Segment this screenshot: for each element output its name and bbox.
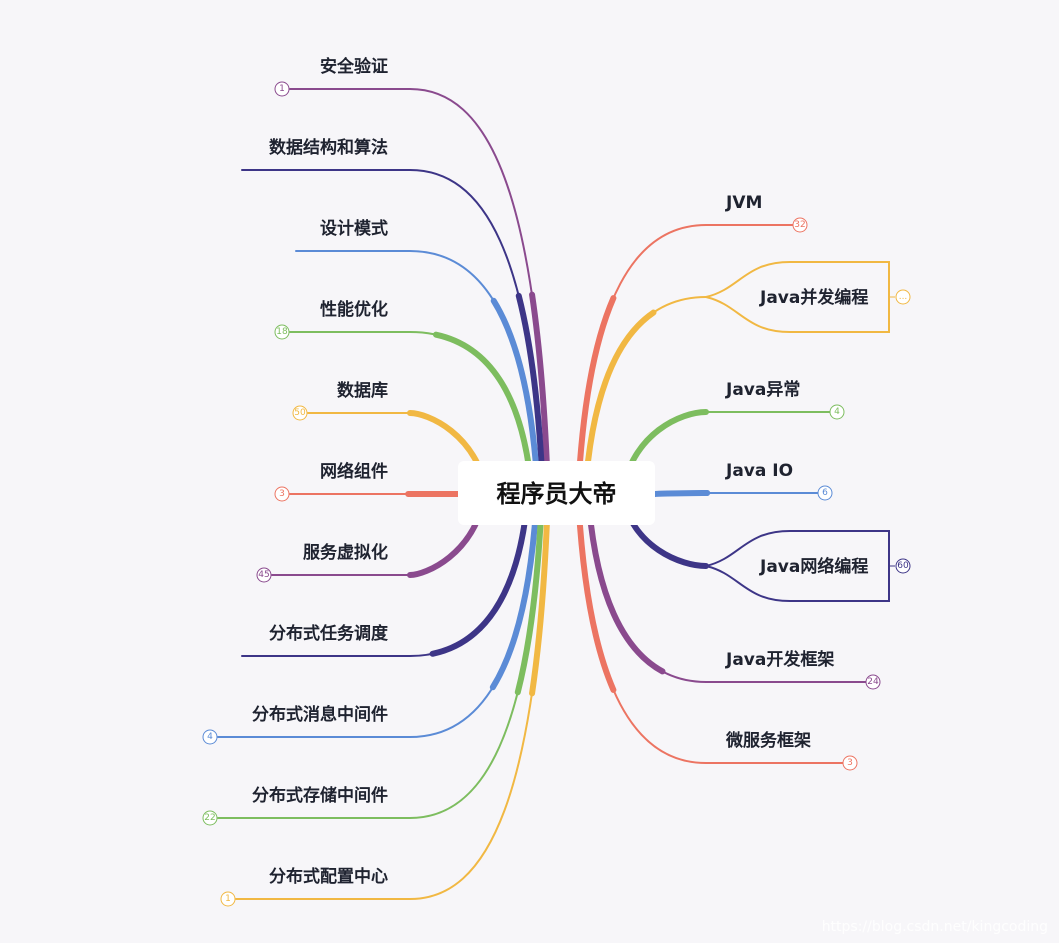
badge-count-right-0: 32: [794, 220, 805, 230]
branch-label-left-0[interactable]: 安全验证: [320, 56, 388, 77]
branch-trunk-left-10: [407, 491, 551, 902]
badge-circle-left-0[interactable]: [274, 81, 290, 97]
root-node[interactable]: 程序员大帝: [458, 461, 655, 525]
badge-circle-left-6[interactable]: [256, 567, 272, 583]
badge-count-right-1: ...: [899, 292, 908, 302]
branch-trunk-right-5: [585, 491, 709, 685]
branch-trunk-left-9: [407, 491, 545, 821]
badge-count-right-6: 3: [847, 758, 853, 768]
badge-count-left-9: 22: [204, 813, 215, 823]
badge-circle-right-6[interactable]: [842, 755, 858, 771]
badge-circle-left-3[interactable]: [274, 324, 290, 340]
badge-count-right-4: 60: [897, 561, 909, 571]
badge-circle-left-8[interactable]: [202, 729, 218, 745]
branch-label-right-4[interactable]: Java网络编程: [759, 556, 868, 577]
branch-trunk-left-3: [407, 329, 535, 497]
branch-trunk-left-7: [407, 491, 531, 659]
branch-label-right-2[interactable]: Java异常: [725, 379, 800, 400]
branch-trunk-right-1: [582, 294, 709, 497]
badge-circle-right-1[interactable]: [895, 289, 911, 305]
root-node-box: [458, 461, 655, 525]
branch-line-left-10: [235, 493, 549, 900]
watermark-text: https://blog.csdn.net/kingcoding: [822, 919, 1048, 935]
badge-count-left-4: 50: [294, 408, 306, 418]
branch-label-left-10[interactable]: 分布式配置中心: [269, 866, 388, 887]
badge-circle-left-10[interactable]: [220, 891, 236, 907]
branch-label-left-9[interactable]: 分布式存储中间件: [252, 785, 388, 806]
branch-label-left-1[interactable]: 数据结构和算法: [269, 137, 388, 158]
badge-circle-right-0[interactable]: [792, 217, 808, 233]
badge-count-left-6: 45: [258, 570, 269, 580]
badge-count-right-5: 24: [867, 677, 879, 687]
badge-circle-left-9[interactable]: [202, 810, 218, 826]
branch-label-left-5[interactable]: 网络组件: [320, 461, 388, 482]
branch-line-left-2: [295, 250, 539, 495]
root-node-label: 程序员大帝: [497, 480, 617, 508]
branch-label-left-8[interactable]: 分布式消息中间件: [252, 704, 388, 725]
badge-circle-left-5[interactable]: [274, 486, 290, 502]
badge-count-left-0: 1: [279, 84, 285, 94]
branch-label-left-3[interactable]: 性能优化: [320, 299, 388, 320]
branch-trunk-left-0: [407, 86, 551, 497]
badge-circle-right-2[interactable]: [829, 404, 845, 420]
badge-count-right-3: 6: [822, 488, 828, 498]
branch-label-right-1[interactable]: Java并发编程: [759, 287, 868, 308]
badge-circle-left-4[interactable]: [292, 405, 308, 421]
branch-label-left-6[interactable]: 服务虚拟化: [303, 542, 388, 563]
badge-count-left-8: 4: [207, 732, 213, 742]
badge-count-left-3: 18: [276, 327, 288, 337]
branch-label-left-4[interactable]: 数据库: [337, 380, 388, 401]
branch-label-right-0[interactable]: JVM: [725, 193, 762, 213]
badge-count-left-5: 3: [279, 489, 285, 499]
branch-trunk-right-0: [575, 222, 709, 497]
branch-trunk-left-2: [407, 248, 541, 497]
branch-trunk-left-8: [407, 491, 540, 740]
badge-circle-right-5[interactable]: [865, 674, 881, 690]
branch-trunk-right-3: [652, 490, 710, 497]
branch-trunk-right-6: [575, 491, 709, 766]
branch-label-right-3[interactable]: Java IO: [725, 461, 793, 481]
badge-count-right-2: 4: [834, 407, 840, 417]
branch-trunk-left-1: [407, 167, 546, 497]
badge-circle-right-3[interactable]: [817, 485, 833, 501]
branch-label-right-5[interactable]: Java开发框架: [725, 649, 834, 670]
branch-label-left-7[interactable]: 分布式任务调度: [269, 623, 389, 644]
branch-label-left-2[interactable]: 设计模式: [320, 218, 388, 239]
badge-count-left-10: 1: [225, 894, 231, 904]
badge-circle-right-4[interactable]: [895, 558, 911, 574]
branch-label-right-6[interactable]: 微服务框架: [725, 730, 811, 751]
